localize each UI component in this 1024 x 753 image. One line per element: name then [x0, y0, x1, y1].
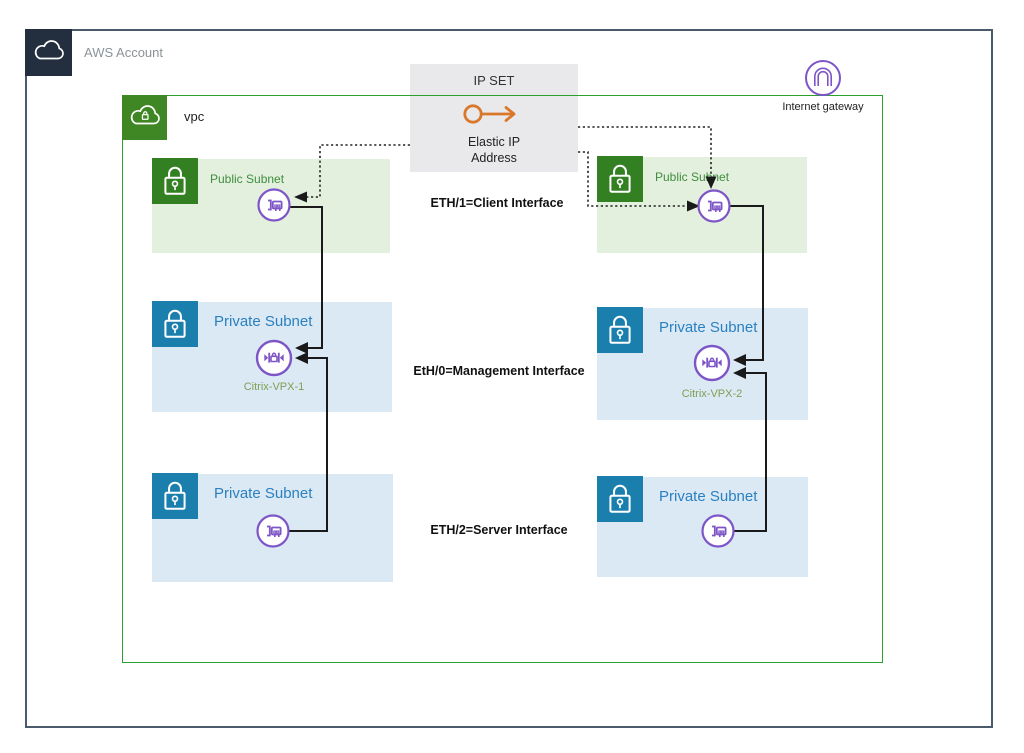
- elastic-ip-label-line1: Elastic IP: [467, 135, 521, 149]
- network-interface-icon: [697, 189, 731, 228]
- internet-gateway-label: Internet gateway: [782, 101, 864, 113]
- public-subnet-lock-icon: [597, 156, 643, 202]
- subnet-label: Private Subnet: [659, 319, 758, 336]
- elastic-ip-label-line2: Address: [471, 151, 517, 165]
- network-interface-icon: [256, 514, 290, 553]
- subnet-label: Public Subnet: [655, 170, 730, 184]
- elastic-ip-icon: [463, 104, 516, 124]
- private-subnet-lock-icon: [152, 473, 198, 519]
- subnet-left-private-2: Private Subnet: [152, 473, 393, 582]
- citrix-vpx-icon: [255, 339, 293, 382]
- ip-set-title: IP SET: [473, 73, 515, 88]
- citrix-vpx-2-label: Citrix-VPX-2: [681, 388, 743, 400]
- private-subnet-lock-icon: [152, 301, 198, 347]
- subnet-label: Private Subnet: [214, 313, 313, 330]
- subnet-label: Public Subnet: [210, 172, 285, 186]
- internet-gateway-icon: [804, 59, 842, 97]
- eth2-server-interface-label: ETH/2=Server Interface: [430, 523, 568, 537]
- eth0-management-interface-label: EtH/0=Management Interface: [413, 364, 585, 378]
- private-subnet-lock-icon: [597, 307, 643, 353]
- vpc-label: vpc: [184, 109, 205, 124]
- eth1-client-interface-label: ETH/1=Client Interface: [430, 196, 564, 210]
- citrix-vpx-icon: [693, 344, 731, 387]
- network-interface-icon: [257, 188, 291, 227]
- subnet-label: Private Subnet: [659, 488, 758, 505]
- network-interface-icon: [701, 514, 735, 553]
- private-subnet-lock-icon: [597, 476, 643, 522]
- ip-set-box: IP SET Elastic IP Address: [410, 64, 578, 172]
- vpc-icon: [122, 95, 167, 140]
- aws-account-label: AWS Account: [84, 45, 163, 60]
- public-subnet-lock-icon: [152, 158, 198, 204]
- aws-cloud-icon: [25, 29, 72, 76]
- citrix-vpx-1-label: Citrix-VPX-1: [243, 381, 305, 393]
- subnet-label: Private Subnet: [214, 485, 313, 502]
